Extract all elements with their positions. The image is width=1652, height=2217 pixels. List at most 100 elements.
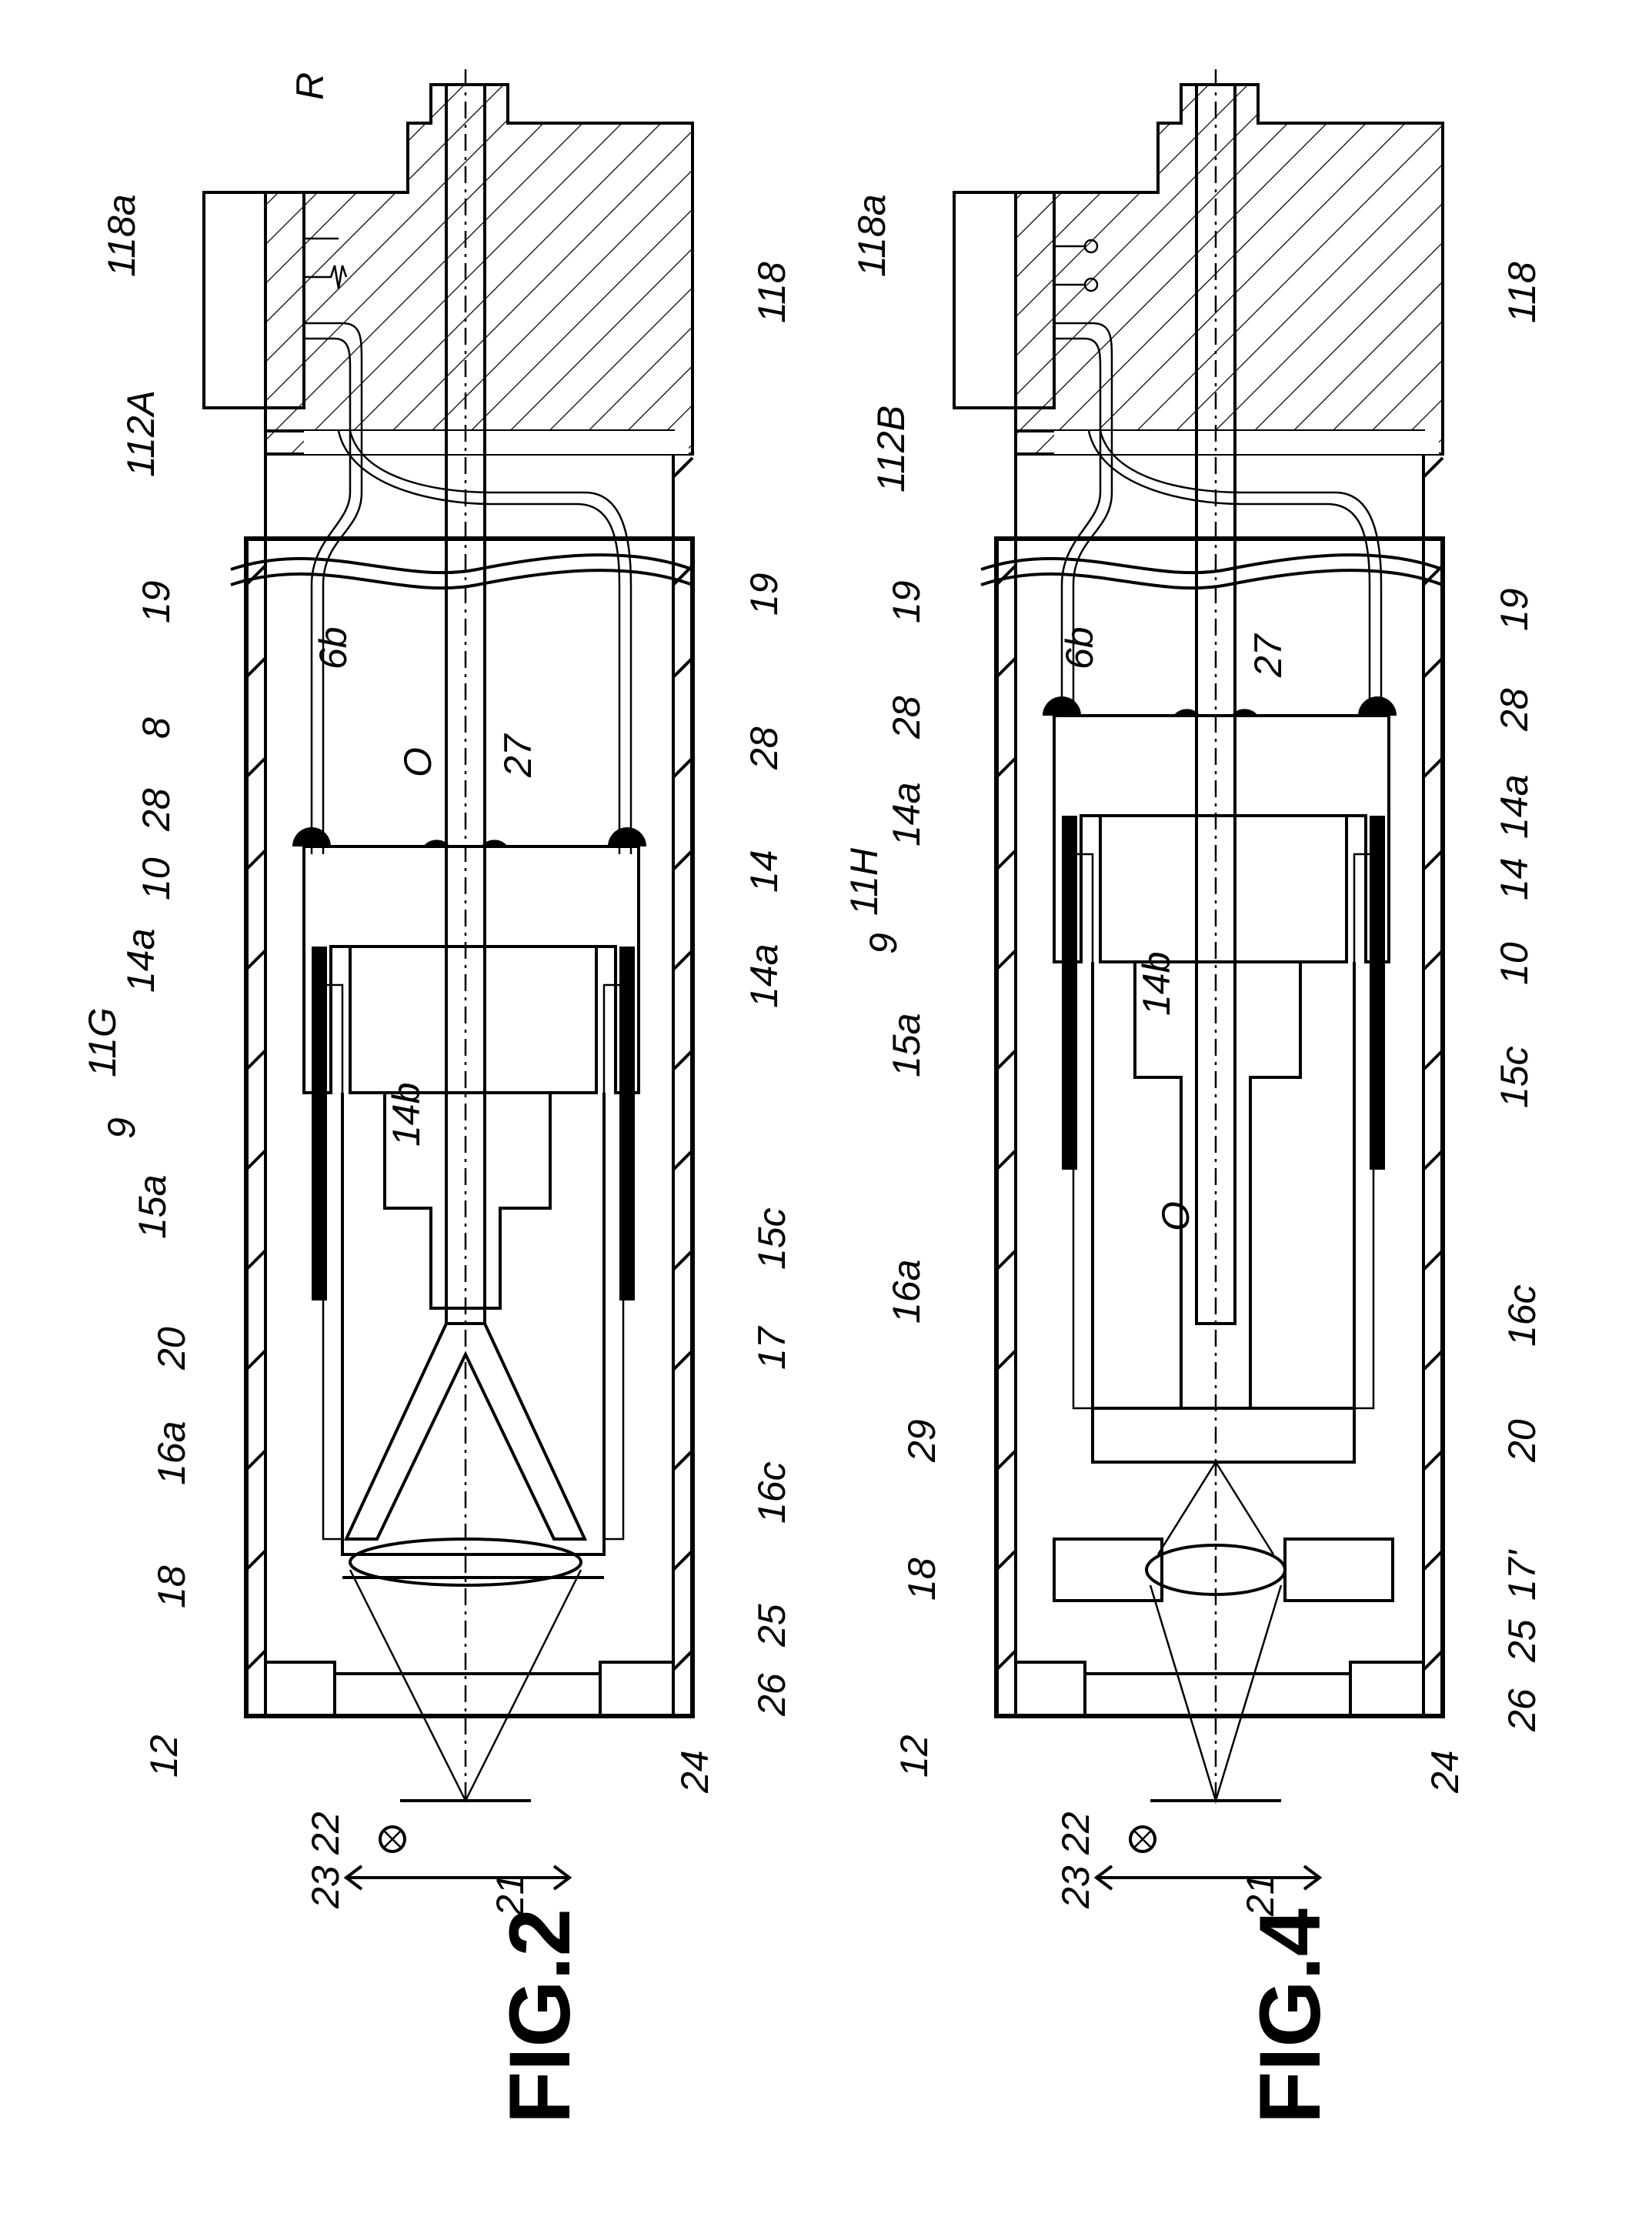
label-29: 29 [900,1419,943,1463]
window-26 [335,1674,600,1716]
piezo-right-15c [1370,816,1385,1170]
figure-2: R 118a 118 112A 19 19 6b 8 O 27 28 28 10… [81,69,793,2124]
connector-body [265,85,693,454]
window-holder-right [600,1662,673,1716]
label-19-left: 19 [885,580,928,623]
label-28-right: 28 [1493,688,1536,732]
label-r: R [289,72,332,100]
label-15c: 15c [750,1207,793,1270]
label-9: 9 [100,1117,143,1139]
solder-28-left [1043,696,1081,716]
direction-symbol-cross [1134,1831,1151,1848]
label-118: 118 [1500,262,1544,323]
label-118a: 118a [100,194,143,277]
label-18: 18 [150,1565,193,1608]
label-19-left: 19 [135,580,178,623]
label-10: 10 [1493,942,1536,985]
label-22: 22 [1054,1811,1097,1855]
window-26 [1085,1674,1350,1716]
label-118a: 118a [850,194,893,277]
label-12: 12 [142,1735,185,1778]
connector-body [1016,85,1443,454]
label-14a-right: 14a [1493,775,1536,839]
figure-title: FIG.4 [1242,1908,1338,2124]
label-118: 118 [750,262,793,323]
label-16c: 16c [1500,1284,1544,1347]
label-20: 20 [1500,1419,1544,1463]
label-14b: 14b [385,1083,428,1147]
motion-arrow-23 [1096,1866,1320,1889]
label-6b: 6b [312,626,355,669]
piezo-left-15a [312,947,327,1300]
label-24: 24 [673,1750,716,1794]
lead-wire-right-2 [1089,431,1370,716]
label-16a: 16a [885,1260,928,1324]
label-28-left: 28 [885,696,928,740]
lens-holder-right [1285,1539,1393,1601]
label-17: 17 [750,1325,793,1370]
label-18: 18 [900,1558,943,1601]
label-19-right: 19 [1493,588,1536,631]
label-26: 26 [750,1673,793,1717]
piezo-left-15a [1062,816,1077,1170]
label-o: O [1154,1201,1197,1231]
label-15c: 15c [1493,1046,1536,1108]
lead-wire-right [350,431,631,854]
label-14: 14 [743,850,786,893]
window-holder-left [1016,1662,1085,1716]
figure-4: 118a 118 112B 19 19 6b 27 28 28 14a 14a … [843,69,1544,2124]
label-112a: 112A [119,390,162,477]
label-15a: 15a [885,1013,928,1077]
label-o: O [396,747,439,777]
end-cap-29 [1093,1408,1354,1462]
label-28-right: 28 [743,726,786,770]
inner-frame [1093,962,1354,1462]
motion-arrow-23 [346,1866,569,1889]
label-14b: 14b [1135,952,1178,1016]
window-holder-right [1350,1662,1423,1716]
label-12: 12 [893,1735,936,1778]
label-14a-right: 14a [743,944,786,1008]
label-14: 14 [1493,857,1536,900]
direction-symbol-cross [384,1831,401,1848]
solder-28-right [1358,696,1397,716]
label-10: 10 [135,857,178,900]
lead-wire-right [1100,431,1381,716]
label-27: 27 [496,733,539,778]
label-9: 9 [862,933,905,954]
label-20: 20 [150,1327,193,1371]
holder-block [1054,716,1389,962]
holder-block [304,846,639,1093]
inner-stepped [1135,962,1300,1408]
label-24: 24 [1423,1750,1467,1794]
label-23: 23 [304,1865,347,1909]
label-16a: 16a [150,1421,193,1485]
window-holder-left [265,1662,335,1716]
solder-28-right [608,827,646,846]
label-26: 26 [1500,1688,1544,1732]
label-8: 8 [135,717,178,739]
label-11g: 11G [81,1007,124,1077]
label-28-left: 28 [135,788,178,832]
label-11h: 11H [843,847,886,916]
label-23: 23 [1054,1865,1097,1909]
holder-step [1100,816,1347,962]
label-25: 25 [1500,1619,1544,1663]
label-22: 22 [304,1811,347,1855]
holder-step [350,947,596,1093]
label-14a-left: 14a [119,929,162,993]
piezo-right-15c [619,947,635,1300]
label-15a: 15a [131,1175,174,1239]
label-16c: 16c [750,1461,793,1524]
label-19-right: 19 [743,573,786,616]
label-27: 27 [1247,633,1290,678]
label-14a-left: 14a [885,783,928,846]
label-6b: 6b [1058,626,1101,669]
label-17-prime: 17' [1500,1549,1544,1601]
lead-wire-right-2 [339,431,619,854]
figure-title: FIG.2 [492,1908,588,2124]
label-112b: 112B [869,406,913,492]
label-25: 25 [750,1604,793,1648]
solder-28-left [292,827,331,846]
